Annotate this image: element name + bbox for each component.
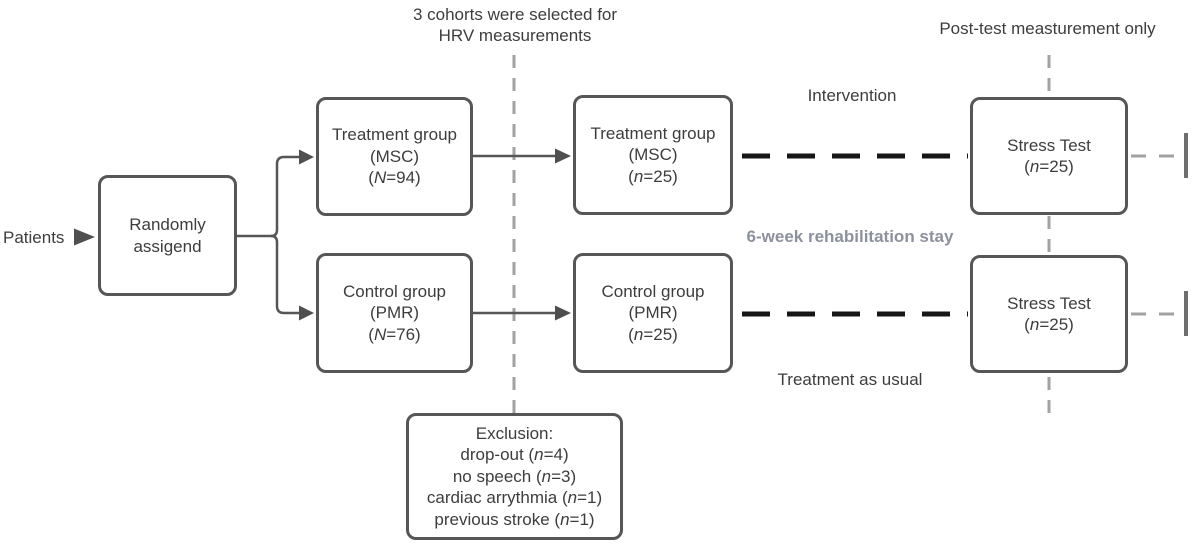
box-stat: (n=25)	[1024, 156, 1074, 178]
box-subtitle: (PMR)	[369, 303, 420, 323]
stat-pre: drop-out (	[460, 445, 535, 465]
arrowhead-to-control-icon	[299, 305, 314, 321]
cohorts-note: 3 cohorts were selected for HRV measurem…	[370, 4, 660, 46]
box-stat: (n=25)	[1024, 314, 1074, 336]
exclusion-item: drop-out (n=4)	[460, 444, 568, 466]
box-stress-test-top: Stress Test (n=25)	[970, 97, 1128, 215]
randomly-line2: assigend	[133, 236, 202, 256]
stat-pre: cardiac arrythmia (	[426, 488, 568, 508]
patients-arrowhead-icon	[74, 228, 95, 246]
box-title: Stress Test	[1007, 293, 1091, 313]
box-stress-test-bottom: Stress Test (n=25)	[970, 255, 1128, 373]
stat-post: =1)	[569, 509, 595, 529]
exclusion-item: cardiac arrythmia (n=1)	[427, 487, 602, 509]
intervention-label: Intervention	[807, 86, 897, 105]
box-stat: (n=25)	[628, 166, 678, 188]
stat-post: =4)	[543, 445, 569, 465]
stat-post: =76)	[386, 324, 421, 344]
randomly-line1: Randomly	[129, 215, 206, 234]
stat-post: =3)	[551, 466, 577, 486]
box-control-group-hrv: Control group (PMR) (n=25)	[573, 253, 733, 373]
stat-var: n	[633, 324, 644, 344]
stat-post: =1)	[577, 488, 603, 508]
stat-var: n	[1029, 157, 1040, 176]
box-randomly-assigned: Randomly assigend	[98, 175, 237, 296]
box-stat: (N=94)	[368, 167, 420, 189]
stat-pre: (	[628, 324, 634, 344]
arrowhead-to-treatment-icon	[299, 149, 314, 165]
box-title: Treatment group	[590, 123, 716, 143]
box-stat: (N=76)	[368, 324, 420, 346]
box-title: Control group	[601, 281, 705, 301]
box-exclusion: Exclusion: drop-out (n=4) no speech (n=3…	[406, 413, 623, 540]
cohorts-note-line1: 3 cohorts were selected for	[412, 5, 618, 24]
stat-post: =25)	[643, 324, 678, 344]
stat-var: N	[373, 168, 387, 188]
stat-var: n	[541, 466, 552, 486]
exclusion-item: previous stroke (n=1)	[434, 509, 594, 531]
stat-pre: (	[1024, 157, 1030, 176]
stat-post: =25)	[643, 166, 678, 186]
box-treatment-group-full: Treatment group (MSC) (N=94)	[316, 97, 473, 216]
stat-var: n	[633, 166, 644, 186]
box-title: Treatment group	[331, 125, 458, 145]
box-treatment-group-hrv: Treatment group (MSC) (n=25)	[573, 95, 733, 215]
box-subtitle: (MSC)	[369, 146, 420, 166]
stat-post: =94)	[386, 168, 421, 188]
split-connector-down	[270, 234, 300, 315]
patients-label: Patients	[3, 228, 65, 247]
split-connector-up	[270, 155, 300, 238]
exclusion-title: Exclusion:	[475, 423, 554, 443]
posttest-note: Post-test measturement only	[939, 19, 1156, 38]
box-control-group-full: Control group (PMR) (N=76)	[316, 253, 473, 373]
stat-var: n	[534, 445, 544, 465]
box-stat: (n=25)	[628, 324, 678, 346]
stat-post: =25)	[1039, 157, 1074, 176]
stat-var: n	[1029, 315, 1040, 334]
exclusion-item: no speech (n=3)	[453, 466, 576, 488]
box-subtitle: (MSC)	[628, 145, 678, 165]
rehab-stay-label: 6-week rehabilitation stay	[746, 227, 954, 246]
box-subtitle: (PMR)	[628, 303, 678, 323]
stat-var: n	[560, 509, 570, 529]
arrowhead-treatment-hrv-icon	[555, 148, 571, 164]
stat-pre: previous stroke (	[434, 509, 561, 529]
stat-var: n	[567, 488, 578, 508]
stat-pre: (	[368, 324, 374, 344]
box-title: Stress Test	[1007, 135, 1091, 155]
box-title: Control group	[342, 281, 446, 301]
stat-var: N	[373, 324, 387, 344]
stat-pre: (	[1024, 315, 1030, 334]
stat-pre: (	[368, 168, 374, 188]
treatment-as-usual-label: Treatment as usual	[777, 370, 923, 389]
stat-pre: (	[628, 166, 634, 186]
stat-pre: no speech (	[452, 466, 542, 486]
cohorts-note-line2: HRV measurements	[438, 26, 592, 45]
arrowhead-control-hrv-icon	[555, 305, 571, 321]
stat-post: =25)	[1039, 315, 1074, 334]
